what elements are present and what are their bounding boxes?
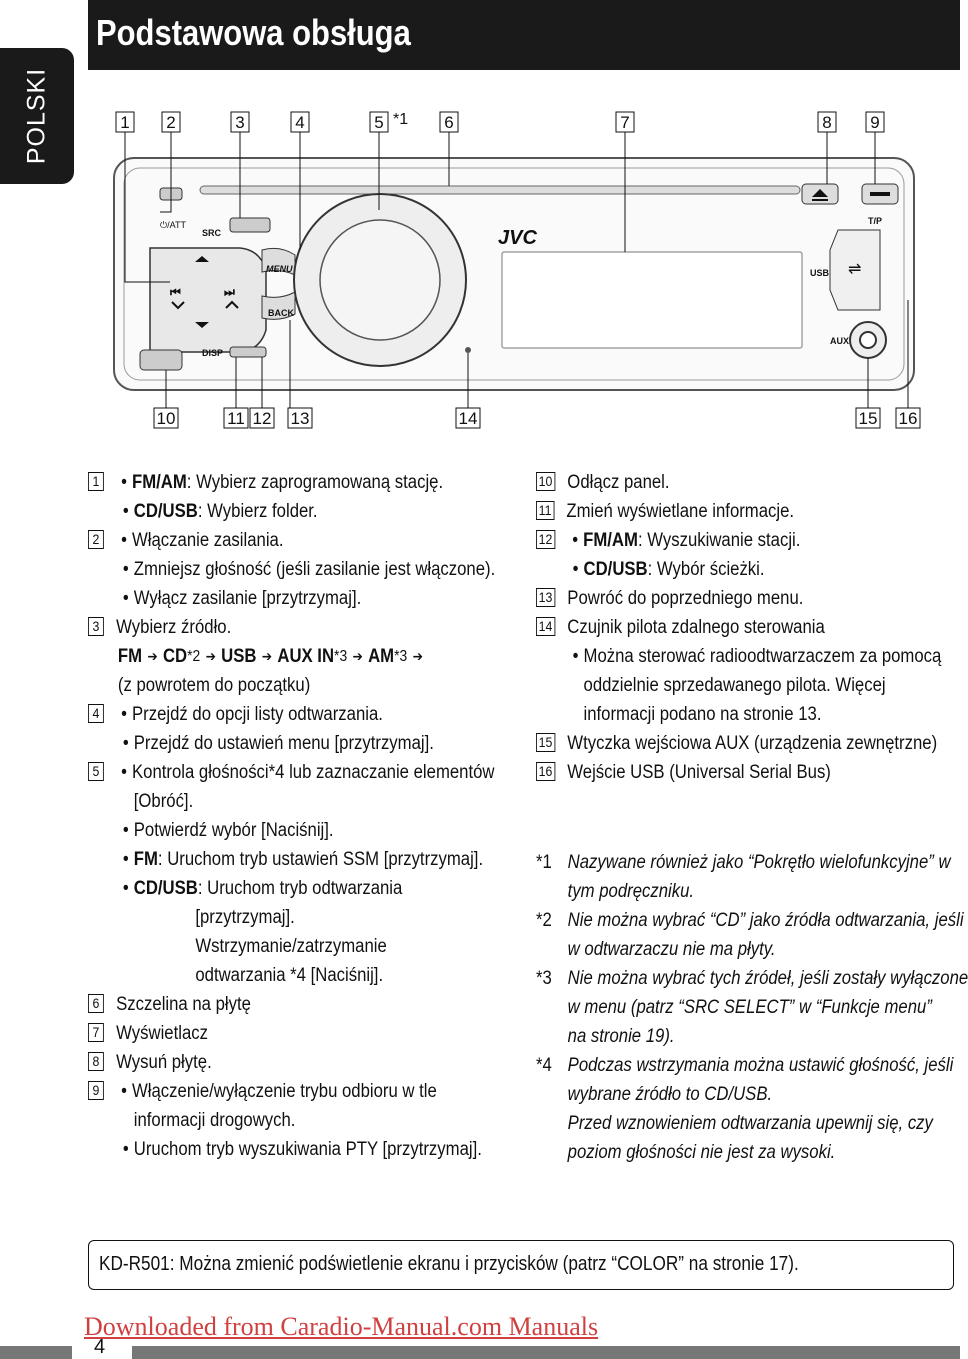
- item-7-number: 7: [88, 1023, 104, 1042]
- src-label: SRC: [202, 228, 222, 238]
- usb-label: USB: [810, 268, 830, 278]
- skip-back-icon: ⏮: [170, 285, 181, 299]
- watermark-link[interactable]: Downloaded from Caradio-Manual.com Manua…: [84, 1312, 599, 1341]
- down-arrow-icon: [195, 322, 209, 328]
- footer-bar-left: [0, 1346, 72, 1359]
- callout-5-footnote: *1: [393, 111, 408, 128]
- left-column: 1•FM/AM: Wybierz zaprogramowaną stację. …: [88, 468, 495, 1164]
- bottom-callouts: 10 11 12 13 14 15 16: [153, 407, 921, 429]
- callout-11: 11: [227, 409, 245, 428]
- display-window: [501, 251, 803, 349]
- src-button[interactable]: [229, 217, 271, 233]
- item-12-number: 12: [536, 530, 555, 549]
- language-label: POLSKI: [22, 67, 51, 165]
- callout-5: 5: [374, 113, 383, 132]
- callout-9: 9: [870, 113, 879, 132]
- item-15-number: 15: [536, 733, 555, 752]
- page-number: 4: [94, 1336, 106, 1358]
- footer-bar-right: [132, 1346, 960, 1359]
- tp-label: T/P: [868, 216, 882, 226]
- page-header: Podstawowa obsługa: [88, 0, 960, 70]
- callout-8: 8: [822, 113, 831, 132]
- model-note: KD-R501: Można zmienić podświetlenie ekr…: [99, 1253, 799, 1275]
- eject-icon: [812, 189, 828, 201]
- detach-button[interactable]: [139, 349, 183, 371]
- usb-port[interactable]: [829, 229, 881, 311]
- disp-button[interactable]: [229, 346, 267, 358]
- page-title: Podstawowa obsługa: [96, 12, 411, 53]
- up-arrow-icon: [195, 256, 209, 262]
- disc-slot: [199, 185, 801, 195]
- back-button[interactable]: [261, 291, 296, 320]
- item-3-number: 3: [88, 617, 104, 636]
- item-9-number: 9: [88, 1081, 104, 1100]
- disp-label: DISP: [202, 348, 223, 358]
- callout-4: 4: [295, 113, 304, 132]
- item-14-number: 14: [536, 617, 555, 636]
- callout-12: 12: [253, 409, 272, 428]
- back-label: BACK: [268, 308, 294, 318]
- callout-6: 6: [444, 113, 453, 132]
- device-diagram: 1 2 3 4 5 *1 6 7 8 9 ⏻/ATT SRC T/P: [113, 111, 921, 429]
- callout-3: 3: [235, 113, 244, 132]
- item-1-number: 1: [88, 472, 104, 491]
- item-5-number: 5: [88, 762, 104, 781]
- callout-10: 10: [157, 409, 176, 428]
- top-callouts: 1 2 3 4 5 *1 6 7 8 9: [115, 111, 885, 133]
- callout-13: 13: [291, 409, 310, 428]
- callout-7: 7: [620, 113, 629, 132]
- callout-14: 14: [459, 409, 478, 428]
- skip-forward-icon: ⏭: [224, 285, 235, 299]
- item-6-number: 6: [88, 994, 104, 1013]
- source-sequence: FM➔ CD*2➔ USB➔ AUX IN*3➔ AM*3➔: [117, 646, 423, 667]
- jvc-logo: JVC: [498, 227, 537, 249]
- item-11-number: 11: [536, 501, 555, 520]
- nav-cluster[interactable]: [149, 247, 267, 353]
- item-16-number: 16: [536, 762, 555, 781]
- menu-label: MENU: [266, 264, 293, 274]
- usb-icon: ⇌: [848, 261, 861, 278]
- item-8-number: 8: [88, 1052, 104, 1071]
- remote-sensor: [465, 347, 471, 353]
- language-tab: POLSKI: [0, 48, 74, 184]
- item-2-number: 2: [88, 530, 104, 549]
- att-label: ⏻/ATT: [160, 220, 186, 230]
- item-10-number: 10: [536, 472, 555, 491]
- item-4-number: 4: [88, 704, 104, 723]
- item-13-number: 13: [536, 588, 555, 607]
- callout-1: 1: [120, 113, 129, 132]
- callout-2: 2: [166, 113, 175, 132]
- model-note-box: KD-R501: Można zmienić podświetlenie ekr…: [88, 1240, 954, 1290]
- aux-label: AUX: [830, 336, 849, 346]
- callout-16: 16: [899, 409, 918, 428]
- callout-15: 15: [859, 409, 878, 428]
